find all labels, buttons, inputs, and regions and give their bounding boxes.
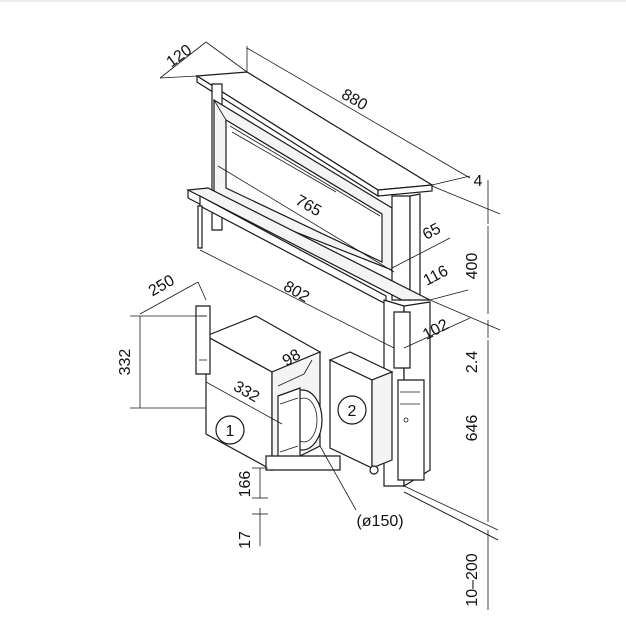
- dimension-lines: [130, 41, 501, 610]
- box-2: [328, 351, 394, 475]
- callout-1-label: 1: [226, 423, 235, 440]
- dim-400: 400: [464, 253, 481, 280]
- callout-2-label: 2: [348, 403, 357, 420]
- dim-2-4: 2.4: [464, 351, 481, 373]
- callout-2: 2: [337, 395, 367, 425]
- downdraft-hood: [185, 71, 434, 488]
- dim-98: 98: [280, 346, 304, 370]
- dim-120: 120: [164, 42, 196, 72]
- dim-166: 166: [237, 471, 254, 498]
- dim-116: 116: [421, 262, 452, 289]
- dim-10-200: 10–200: [464, 553, 481, 606]
- fan-box-1: [195, 305, 341, 472]
- dim-4: 4: [474, 173, 483, 190]
- dim-802: 802: [280, 278, 312, 306]
- callout-1: 1: [215, 415, 245, 445]
- dim-646: 646: [464, 415, 481, 442]
- dim-880: 880: [338, 86, 370, 114]
- dim-332-height: 332: [117, 349, 134, 376]
- dim-duct-diameter: (ø150): [356, 513, 403, 530]
- dim-17: 17: [237, 531, 254, 549]
- dim-65: 65: [420, 220, 444, 243]
